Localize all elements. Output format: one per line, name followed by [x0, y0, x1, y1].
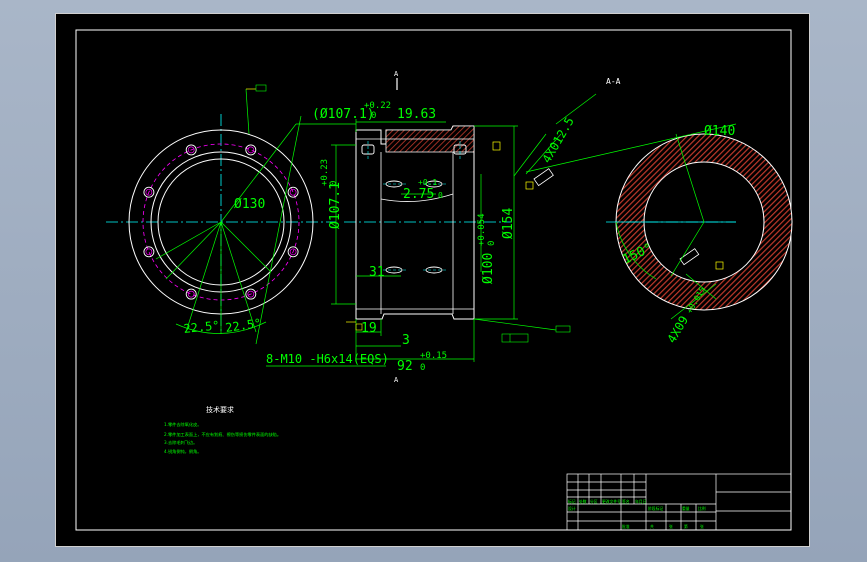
hatched-ring	[615, 133, 793, 311]
section-title: A-A	[606, 77, 621, 86]
dim-2-75: 2.75	[403, 187, 434, 202]
dim-130: Ø130	[234, 197, 265, 212]
note-line-1: 1.零件去除氧化皮。	[164, 421, 202, 428]
dim-2-75-tol-lower: 0	[438, 191, 443, 200]
title-block-labels: 标记 处数 分区 更改文件号 签名 年月日 设计 批准 阶段标记 重量 比例 共…	[568, 499, 706, 529]
section-marker-top: A	[394, 70, 399, 78]
note-line-4: 4.锐角倒钝，倒角。	[164, 448, 202, 455]
notes-title: 技术要求	[206, 405, 234, 414]
dim-107-1-vertical-tol: +0.23	[320, 159, 330, 186]
dim-107-1-tol-upper: +0.22	[364, 101, 391, 111]
dim-angle-1: 22.5°	[183, 318, 220, 336]
dim-slot-bottom: 4X09	[664, 313, 691, 345]
dim-19-63: 19.63	[397, 107, 436, 122]
dim-19: 19	[361, 321, 377, 336]
dim-92-tol-lower: 0	[420, 363, 425, 373]
bolt-holes	[143, 144, 299, 300]
section-view: A-A Ø140 4X012.5 4X09 +0.015 150°	[513, 77, 793, 346]
cad-drawing: Ø130 22.5° 22.5° 8-M10 -H6x14(EQS) A	[75, 29, 793, 531]
technical-notes: 技术要求 1.零件去除氧化皮。 2.零件加工表面上，不应有划痕、擦伤等损伤零件表…	[164, 405, 281, 455]
dim-154: Ø154	[501, 208, 516, 239]
section-marker-bottom: A	[394, 376, 399, 384]
svg-text:比例: 比例	[698, 506, 706, 511]
slots	[361, 144, 467, 274]
dim-107-1-vertical-tol-lower: 0	[329, 181, 339, 186]
svg-text:重量: 重量	[682, 506, 690, 511]
front-view: Ø130 22.5° 22.5° 8-M10 -H6x14(EQS)	[106, 84, 389, 367]
bolt-holes-inner	[145, 146, 297, 298]
body-outline	[355, 125, 475, 320]
dim-92-tol-upper: +0.15	[420, 351, 447, 361]
svg-text:年月日: 年月日	[635, 499, 647, 504]
drawing-sheet: Ø130 22.5° 22.5° 8-M10 -H6x14(EQS) A	[55, 13, 810, 547]
svg-text:签名: 签名	[622, 499, 630, 504]
note-line-3: 3.去除毛刺飞边。	[164, 439, 197, 446]
dim-100-tol-upper: +0.054	[477, 213, 487, 246]
dim-3: 3	[402, 333, 410, 348]
dim-thread: 8-M10 -H6x14(EQS)	[266, 352, 389, 366]
svg-text:第: 第	[684, 524, 688, 529]
svg-text:张: 张	[700, 524, 704, 529]
side-view: (Ø107.1) +0.22 0 19.63 Ø107.1 +0.23 0 2.…	[312, 101, 571, 374]
dim-140: Ø140	[704, 124, 735, 139]
svg-text:阶段标记: 阶段标记	[648, 506, 663, 511]
dim-31: 31	[369, 265, 385, 280]
svg-text:张: 张	[669, 524, 673, 529]
dim-angle-2: 22.5°	[224, 316, 262, 335]
title-block	[566, 473, 792, 531]
ring-slots	[533, 168, 700, 266]
svg-text:处数: 处数	[579, 499, 587, 504]
dim-107-1-vertical: Ø107.1	[328, 182, 343, 229]
dim-2-75-tol-upper: +0.1	[418, 178, 437, 187]
svg-text:设计: 设计	[568, 506, 576, 511]
dim-107-1: (Ø107.1)	[312, 107, 375, 122]
section-dims	[513, 93, 737, 320]
svg-text:分区: 分区	[590, 499, 598, 504]
dim-92: 92	[397, 359, 413, 374]
svg-text:更改文件号: 更改文件号	[602, 499, 621, 504]
svg-text:批准: 批准	[622, 524, 630, 529]
angle-rays	[155, 115, 386, 367]
note-line-2: 2.零件加工表面上，不应有划痕、擦伤等损伤零件表面的缺陷。	[164, 431, 281, 438]
svg-text:标记: 标记	[568, 499, 576, 504]
dim-107-1-tol-lower: 0	[371, 111, 376, 121]
dim-100-tol-lower: 0	[487, 241, 497, 246]
svg-text:共: 共	[650, 524, 654, 529]
drawing-frame	[75, 29, 792, 531]
dim-100: Ø100	[481, 253, 496, 284]
